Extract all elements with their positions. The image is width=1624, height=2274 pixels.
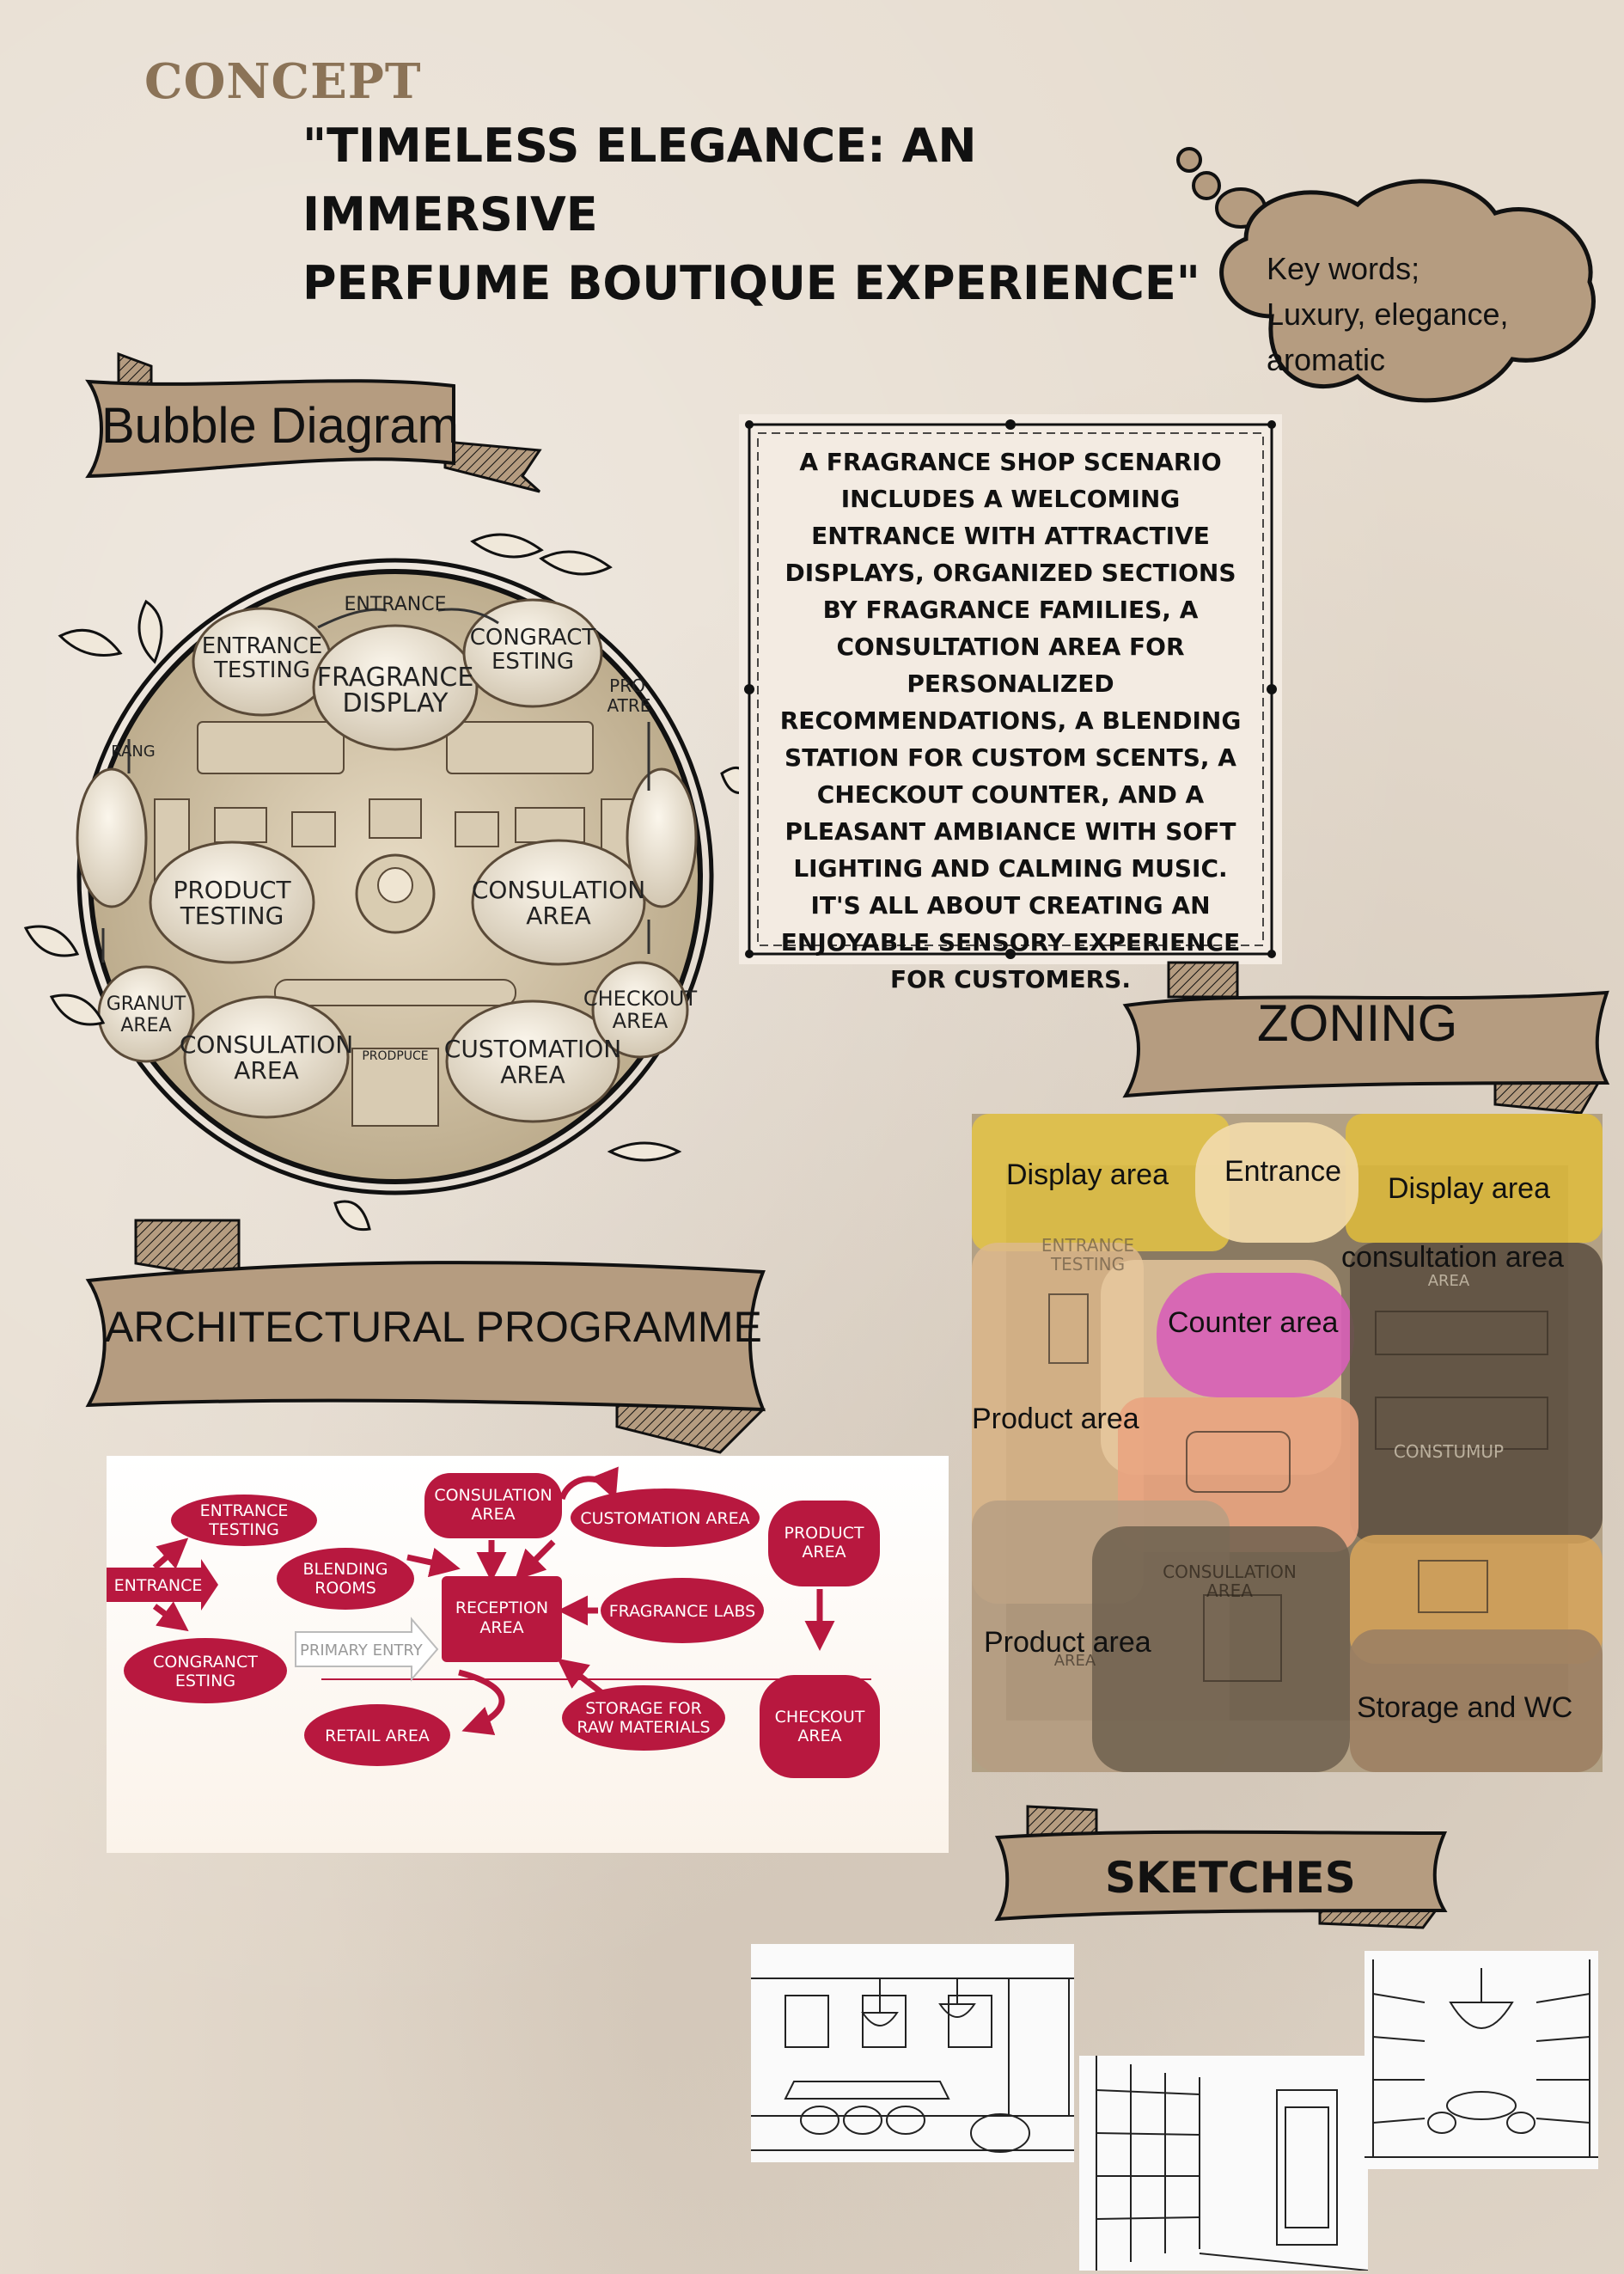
zoning-bg-consullation-2: AREA	[1206, 1580, 1253, 1601]
programme-diagram: PRIMARY ENTRY ENTRANCE TESTING ENTRANCE …	[107, 1456, 949, 1853]
programme-product-2: AREA	[802, 1543, 846, 1562]
shelf-units	[154, 721, 637, 1127]
programme-primary-entry: PRIMARY ENTRY	[300, 1641, 424, 1660]
keywords-line-2: Luxury, elegance,	[1267, 296, 1509, 332]
programme-storage-2: RAW MATERIALS	[577, 1718, 710, 1737]
programme-checkout-2: AREA	[797, 1727, 841, 1745]
leaf-decoration	[23, 533, 749, 1232]
programme-blending-2: ROOMS	[314, 1579, 376, 1598]
zoning-bg-entrance-testing-2: TESTING	[1050, 1254, 1125, 1275]
keywords-text: Key words; Luxury, elegance, aromatic	[1267, 246, 1550, 382]
programme-fragrance-labs: FRAGRANCE LABS	[609, 1602, 755, 1621]
programme-entrance-testing-1: ENTRANCE	[200, 1501, 289, 1520]
zone-label-product-2: Product area	[984, 1626, 1151, 1659]
ribbon-zoning	[1122, 961, 1610, 1115]
programme-flow: PRIMARY ENTRY ENTRANCE TESTING ENTRANCE …	[107, 1466, 880, 1778]
bubble-label-pro-1: PRO	[609, 675, 645, 696]
bubble-label-fragrance-display-1: FRAGRANCE	[317, 663, 474, 693]
bubble-label-checkout-1: CHECKOUT	[583, 987, 698, 1011]
bubble-label-consulation-top-2: AREA	[526, 902, 590, 930]
title-line-2: PERFUME BOUTIQUE EXPERIENCE"	[302, 256, 1200, 310]
bubble-label-entrance: ENTRANCE	[345, 594, 447, 615]
programme-consulation-2: AREA	[471, 1505, 515, 1524]
bubble-label-consulation-top-1: CONSULATION	[472, 876, 645, 904]
programme-retail: RETAIL AREA	[325, 1727, 430, 1745]
bubble-label-entrance-testing-1: ENTRANCE	[202, 633, 323, 659]
zone-label-counter: Counter area	[1168, 1306, 1339, 1339]
description-box: A FRAGRANCE SHOP SCENARIO INCLUDES A WEL…	[739, 414, 1282, 993]
ornate-frame	[744, 419, 1277, 959]
sketch-drawing-1	[751, 1944, 1074, 2162]
zone-label-display-right: Display area	[1388, 1172, 1550, 1205]
zoning-bg-entrance-testing-1: ENTRANCE	[1041, 1235, 1134, 1256]
sketch-chandelier-room	[1365, 1951, 1598, 2169]
ribbon-sketches-label: SKETCHES	[1105, 1853, 1356, 1903]
page-title: "TIMELESS ELEGANCE: AN IMMERSIVE PERFUME…	[302, 112, 1213, 318]
concept-label: CONCEPT	[144, 53, 422, 110]
bubble-label-pro-2: ATRE	[607, 695, 651, 716]
ribbon-sketches	[994, 1805, 1448, 1929]
bubble-label-congract-2: ESTING	[491, 649, 574, 675]
bubble-label-entrance-testing-2: TESTING	[213, 657, 310, 683]
programme-entrance-testing-2: TESTING	[208, 1520, 279, 1539]
programme-customation: CUSTOMATION AREA	[580, 1509, 749, 1528]
programme-consulation-1: CONSULATION	[434, 1486, 552, 1505]
programme-reception-1: RECEPTION	[455, 1599, 548, 1617]
zone-label-consultation: consultation area	[1341, 1241, 1564, 1274]
bubble-label-consulation-bottom-2: AREA	[234, 1056, 298, 1085]
zoning-bg-consullation-1: CONSULLATION	[1163, 1562, 1297, 1582]
bubble-label-checkout-2: AREA	[613, 1009, 669, 1033]
zone-label-entrance: Entrance	[1224, 1155, 1341, 1188]
bubble-label-product-testing-2: TESTING	[180, 902, 284, 930]
ribbon-architectural-programme	[85, 1219, 766, 1454]
bubble-label-customation-1: CUSTOMATION	[444, 1035, 621, 1063]
bubble-label-granut-1: GRANUT	[107, 993, 186, 1015]
programme-entrance: ENTRANCE	[114, 1576, 203, 1595]
description-text: A FRAGRANCE SHOP SCENARIO INCLUDES A WEL…	[779, 448, 1242, 993]
bubble-label-granut-2: AREA	[120, 1015, 171, 1036]
bubble-label-consulation-bottom-1: CONSULATION	[180, 1030, 353, 1059]
zone-label-storage-wc: Storage and WC	[1357, 1691, 1572, 1724]
ribbon-bubble-diagram-label: Bubble Diagram	[101, 398, 459, 454]
sketch-shelving-room	[1079, 2056, 1368, 2271]
programme-blending-1: BLENDING	[302, 1560, 388, 1579]
bubble-diagram: ENTRANCE ENTRANCE TESTING CONGRACT ESTIN…	[23, 533, 749, 1232]
title-line-1: "TIMELESS ELEGANCE: AN IMMERSIVE	[302, 119, 977, 241]
bubble-label-rang: RANG	[111, 743, 156, 761]
zoning-bg-area: AREA	[1428, 1272, 1470, 1290]
programme-reception-2: AREA	[479, 1618, 523, 1637]
zoning-map: ENTRANCE TESTING CONSULLATION AREA CONST…	[972, 1114, 1603, 1772]
programme-congract-1: CONGRANCT	[153, 1653, 258, 1672]
bubble-label-prodpuce: PRODPUCE	[362, 1049, 428, 1063]
ribbon-bubble-diagram	[85, 351, 542, 493]
programme-congract-2: ESTING	[175, 1672, 235, 1690]
bubble-label-product-testing-1: PRODUCT	[173, 876, 291, 904]
ribbon-zoning-label: ZONING	[1257, 994, 1458, 1052]
programme-product-1: PRODUCT	[784, 1524, 864, 1543]
zoning-plan: ENTRANCE TESTING CONSULLATION AREA CONST…	[972, 1114, 1603, 1772]
sketch-consultation-room	[751, 1944, 1074, 2162]
zone-label-product-1: Product area	[972, 1403, 1139, 1435]
bubble-label-congract-1: CONGRACT	[470, 625, 596, 651]
keywords-title: Key words;	[1267, 251, 1420, 286]
sketch-drawing-2	[1079, 2056, 1368, 2271]
bubble-label-fragrance-display-2: DISPLAY	[342, 688, 449, 718]
bubble-label-customation-2: AREA	[500, 1061, 565, 1089]
programme-checkout-1: CHECKOUT	[775, 1708, 865, 1727]
programme-storage-1: STORAGE FOR	[585, 1699, 702, 1718]
sketch-drawing-3	[1365, 1951, 1598, 2169]
zoning-bg-constumup: CONSTUMUP	[1394, 1441, 1504, 1462]
keywords-line-3: aromatic	[1267, 342, 1386, 377]
keywords-thought-bubble	[1176, 147, 1596, 403]
zoning-bg-area-2: AREA	[1054, 1652, 1096, 1670]
ribbon-architectural-programme-label: ARCHITECTURAL PROGRAMME	[105, 1303, 762, 1351]
zone-label-display-left: Display area	[1006, 1158, 1169, 1191]
